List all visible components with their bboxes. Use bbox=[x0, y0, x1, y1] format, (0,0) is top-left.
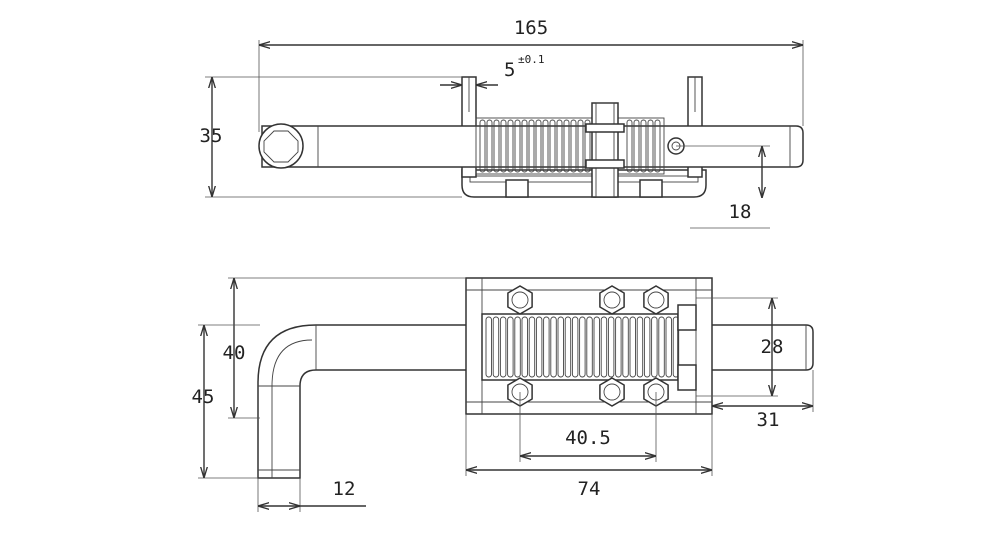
spring-coil bbox=[586, 316, 593, 378]
spring-coil bbox=[571, 316, 579, 378]
dim-handle-width: 12 bbox=[333, 478, 356, 500]
spring-coil bbox=[535, 316, 543, 378]
dim-pin-height: 18 bbox=[729, 201, 752, 223]
mounting-bolts bbox=[507, 285, 669, 407]
spring-coil bbox=[579, 316, 586, 378]
spring-coil bbox=[514, 316, 521, 378]
spring-coil bbox=[658, 316, 665, 378]
spring-coil bbox=[626, 119, 633, 173]
dim-spring-width: 28 bbox=[761, 336, 784, 358]
bolt-head bbox=[599, 377, 625, 407]
dim-overall-height: 45 bbox=[192, 386, 215, 408]
spring-coil bbox=[493, 119, 500, 173]
top-spring bbox=[475, 117, 665, 175]
bottom-spring bbox=[485, 316, 680, 378]
spring-coil bbox=[665, 316, 672, 378]
spring-coil bbox=[622, 316, 629, 378]
spring-coil bbox=[492, 316, 500, 378]
spring-coil bbox=[672, 316, 680, 378]
spring-coil bbox=[643, 316, 651, 378]
spring-coil bbox=[593, 316, 600, 378]
spring-coil bbox=[499, 316, 507, 378]
spring-coil bbox=[633, 119, 640, 173]
dim-body-length: 74 bbox=[578, 478, 601, 500]
bottom-pin-rod bbox=[699, 324, 814, 371]
spring-coil bbox=[528, 119, 535, 173]
spring-coil bbox=[615, 316, 622, 378]
spring-coil bbox=[647, 119, 654, 173]
spring-coil bbox=[535, 119, 542, 173]
l-handle bbox=[257, 324, 471, 479]
spring-coil bbox=[564, 316, 572, 378]
spring-coil bbox=[557, 316, 564, 378]
spring-coil bbox=[651, 316, 658, 378]
spring-coil bbox=[528, 316, 536, 378]
dim-height: 35 bbox=[200, 125, 223, 147]
spring-coil bbox=[636, 316, 644, 378]
spring-coil bbox=[654, 119, 661, 173]
spring-coil bbox=[550, 316, 557, 378]
dim-overall-length: 165 bbox=[514, 17, 548, 39]
spring-coil bbox=[500, 119, 507, 173]
spring-coil bbox=[600, 316, 608, 378]
handle-nut-octagon bbox=[263, 130, 299, 163]
top-dimensions: 165 5 ±0.1 35 18 bbox=[200, 17, 804, 229]
bolt-head bbox=[643, 285, 669, 315]
stop-block bbox=[677, 304, 697, 331]
dim-slot-tolerance: ±0.1 bbox=[518, 53, 545, 66]
spring-coil bbox=[521, 316, 528, 378]
spring-coil bbox=[521, 119, 528, 173]
spring-coil bbox=[479, 119, 486, 173]
bolt-head bbox=[599, 285, 625, 315]
spring-coil bbox=[629, 316, 636, 378]
spring-coil bbox=[563, 119, 570, 173]
bottom-dimensions: 40 45 12 28 31 40.5 74 bbox=[192, 277, 814, 512]
spring-coil bbox=[570, 119, 577, 173]
bottom-view bbox=[257, 277, 814, 479]
spring-coil bbox=[486, 119, 493, 173]
top-pin-rod bbox=[261, 125, 804, 168]
top-view bbox=[258, 76, 804, 198]
dim-handle-height: 40 bbox=[223, 342, 246, 364]
spring-coil bbox=[584, 119, 591, 173]
bolt-head bbox=[507, 285, 533, 315]
spring-coil bbox=[514, 119, 521, 173]
dim-hole-spacing: 40.5 bbox=[565, 427, 611, 449]
spring-coil bbox=[577, 119, 584, 173]
spring-coil bbox=[542, 119, 549, 173]
dim-pin-extension: 31 bbox=[757, 409, 780, 431]
spring-coil bbox=[485, 316, 492, 378]
dim-slot-width: 5 bbox=[504, 59, 515, 81]
spring-coil bbox=[507, 119, 514, 173]
spring-coil bbox=[549, 119, 556, 173]
spring-coil bbox=[607, 316, 615, 378]
spring-coil bbox=[556, 119, 563, 173]
spring-coil bbox=[543, 316, 550, 378]
spring-coil bbox=[640, 119, 647, 173]
spring-coil bbox=[507, 316, 514, 378]
